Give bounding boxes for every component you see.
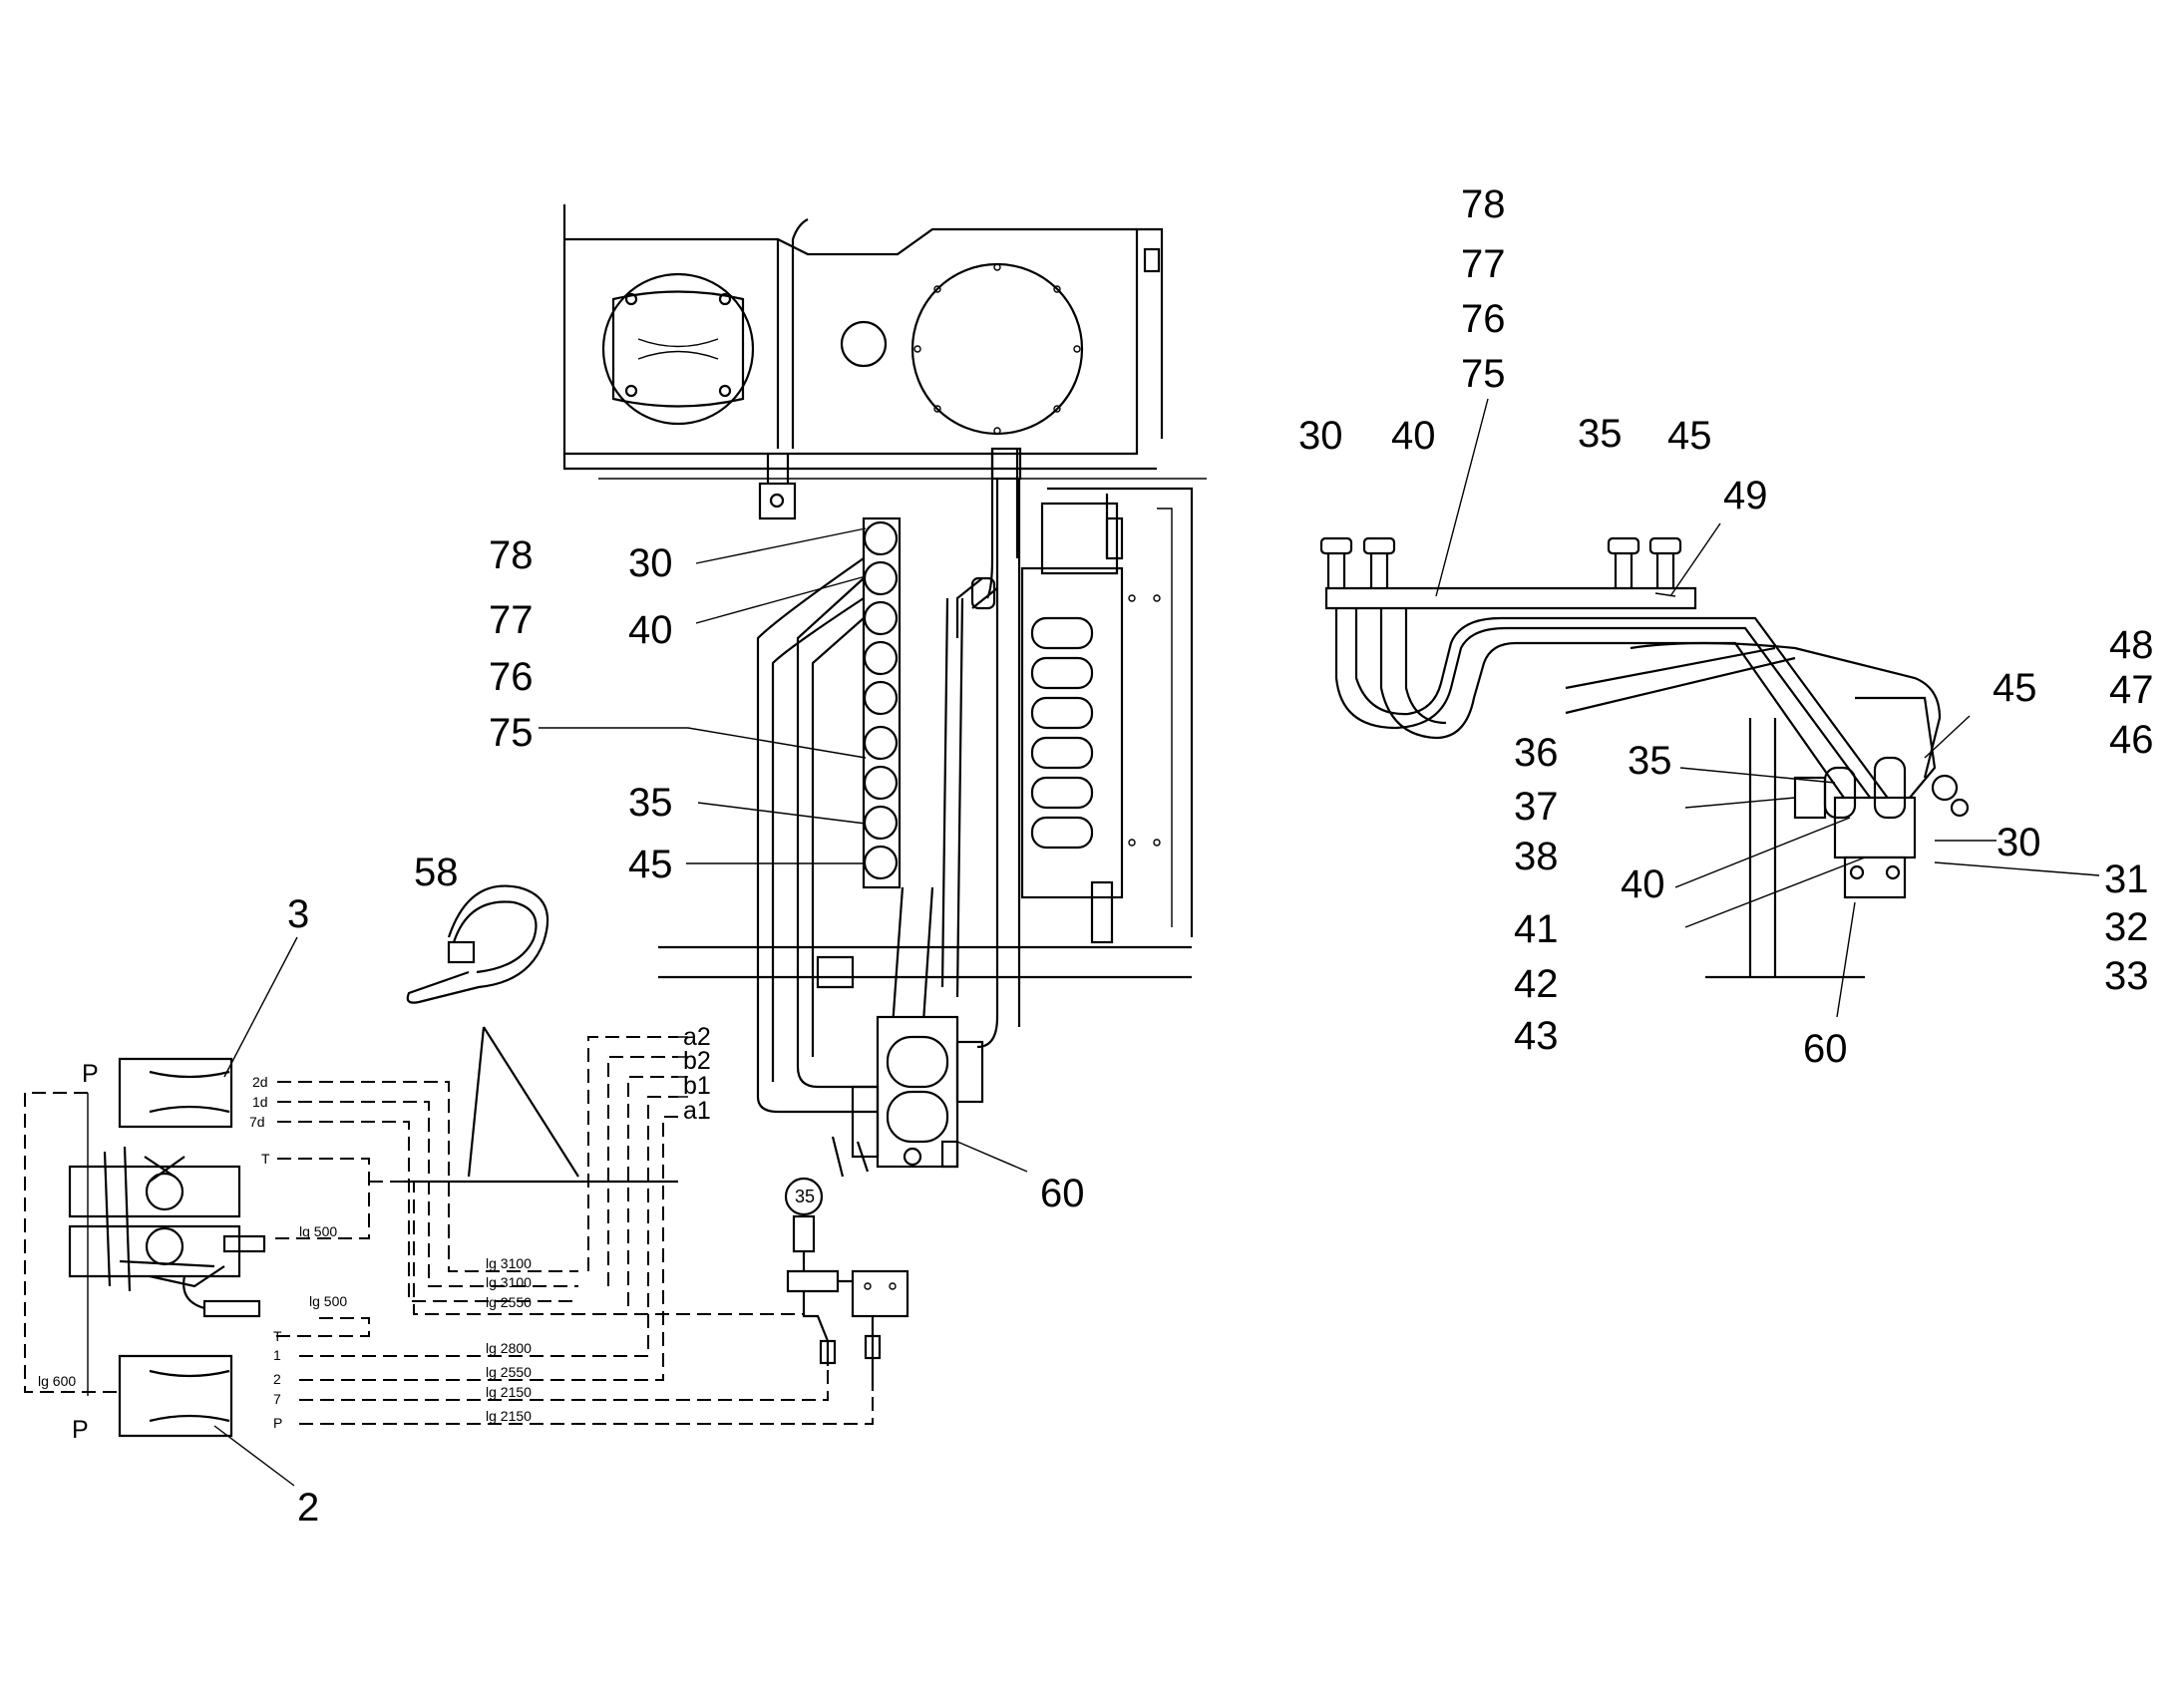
right-callout-40b: 40 [1621, 862, 1665, 906]
callout-40: 40 [628, 608, 673, 652]
machine-housing [562, 204, 1207, 520]
label-1d: 1d [252, 1094, 268, 1110]
callout-35: 35 [628, 781, 673, 825]
port-b1: b1 [683, 1072, 711, 1100]
port-a1: a1 [683, 1097, 711, 1125]
length-lg2800: lg 2800 [486, 1340, 532, 1356]
right-callout-42: 42 [1514, 962, 1559, 1006]
right-callout-45: 45 [1667, 414, 1712, 458]
label-7: 7 [273, 1391, 281, 1407]
hydraulic-assembly [658, 447, 1194, 1178]
cooler-cylinders [1030, 616, 1094, 850]
length-lg2150-b: lg 2150 [486, 1408, 532, 1424]
callout-58: 58 [414, 851, 459, 894]
length-lg2150-a: lg 2150 [486, 1384, 532, 1400]
hose-schematic [24, 1026, 909, 1438]
valve-block-right-60 [1793, 696, 1970, 899]
length-lg3100-a: lg 3100 [486, 1255, 532, 1271]
callout-75: 75 [489, 711, 534, 755]
right-callout-32: 32 [2104, 905, 2149, 949]
label-P: P [273, 1415, 282, 1431]
right-callout-31: 31 [2104, 857, 2149, 901]
valve-block-60 [851, 1015, 984, 1169]
callout-76: 76 [489, 655, 534, 699]
right-callout-75: 75 [1461, 352, 1506, 396]
length-lg2550-a: lg 2550 [486, 1294, 532, 1310]
right-callout-30: 30 [1298, 414, 1343, 458]
length-labels: lg 500 lg 500 lg 600 lg 3100 lg 3100 lg … [38, 1223, 532, 1424]
label-1: 1 [273, 1347, 281, 1363]
right-callout-36: 36 [1514, 731, 1559, 775]
right-leaders [1435, 398, 2100, 1018]
cable-tie-58 [406, 884, 549, 1004]
right-callout-33: 33 [2104, 954, 2149, 998]
valve-column [862, 516, 902, 889]
right-callout-49: 49 [1723, 474, 1768, 517]
right-callout-60: 60 [1803, 1027, 1848, 1071]
right-callout-46: 46 [2109, 718, 2154, 762]
right-callout-76: 76 [1461, 297, 1506, 341]
label-T-bottom: T [273, 1328, 282, 1344]
main-callout-labels: 78 77 76 75 30 40 35 45 58 60 3 2 [287, 533, 1085, 1530]
right-callout-43: 43 [1514, 1014, 1559, 1058]
right-callout-30b: 30 [1997, 821, 2041, 864]
right-callout-labels: 78 77 76 75 30 40 35 45 49 48 47 45 46 3… [1298, 182, 2154, 1071]
callout-2: 2 [297, 1486, 319, 1530]
fittings-top [1319, 536, 1682, 588]
callout-60: 60 [1040, 1172, 1085, 1215]
right-exploded-view [1319, 536, 1970, 979]
callout-45: 45 [628, 843, 673, 886]
right-callout-37: 37 [1514, 785, 1559, 829]
callout-30: 30 [628, 541, 673, 585]
right-callout-35: 35 [1578, 412, 1623, 456]
callout-3: 3 [287, 892, 309, 936]
right-callout-48: 48 [2109, 623, 2154, 667]
label-2: 2 [273, 1371, 281, 1387]
grip-assembly [68, 1057, 266, 1438]
label-T-top: T [261, 1151, 270, 1167]
callout-78: 78 [489, 533, 534, 577]
right-callout-35b: 35 [1628, 739, 1672, 783]
length-lg2550-b: lg 2550 [486, 1364, 532, 1380]
port-labels: a2 b2 b1 a1 P P [72, 1023, 711, 1444]
right-callout-78: 78 [1461, 182, 1506, 226]
port-p-top: P [82, 1060, 99, 1088]
label-2d: 2d [252, 1074, 268, 1090]
right-callout-45b: 45 [1993, 666, 2037, 710]
length-lg600: lg 600 [38, 1373, 76, 1389]
label-7d: 7d [249, 1114, 265, 1130]
right-callout-77: 77 [1461, 242, 1506, 286]
line-labels: 2d 1d 7d T T 1 2 7 P [249, 1074, 282, 1431]
port-a2: a2 [683, 1023, 711, 1051]
right-callout-38: 38 [1514, 835, 1559, 878]
circled-ref-35: 35 [795, 1187, 815, 1206]
length-lg500-b: lg 500 [309, 1293, 347, 1309]
right-callout-47: 47 [2109, 668, 2154, 712]
main-leaders [539, 527, 1028, 1173]
right-callout-40: 40 [1391, 414, 1436, 458]
callout-77: 77 [489, 598, 534, 642]
length-lg500-a: lg 500 [299, 1223, 337, 1239]
port-b2: b2 [683, 1047, 711, 1075]
port-p-bottom: P [72, 1416, 89, 1444]
length-lg3100-b: lg 3100 [486, 1274, 532, 1290]
right-callout-41: 41 [1514, 907, 1559, 951]
